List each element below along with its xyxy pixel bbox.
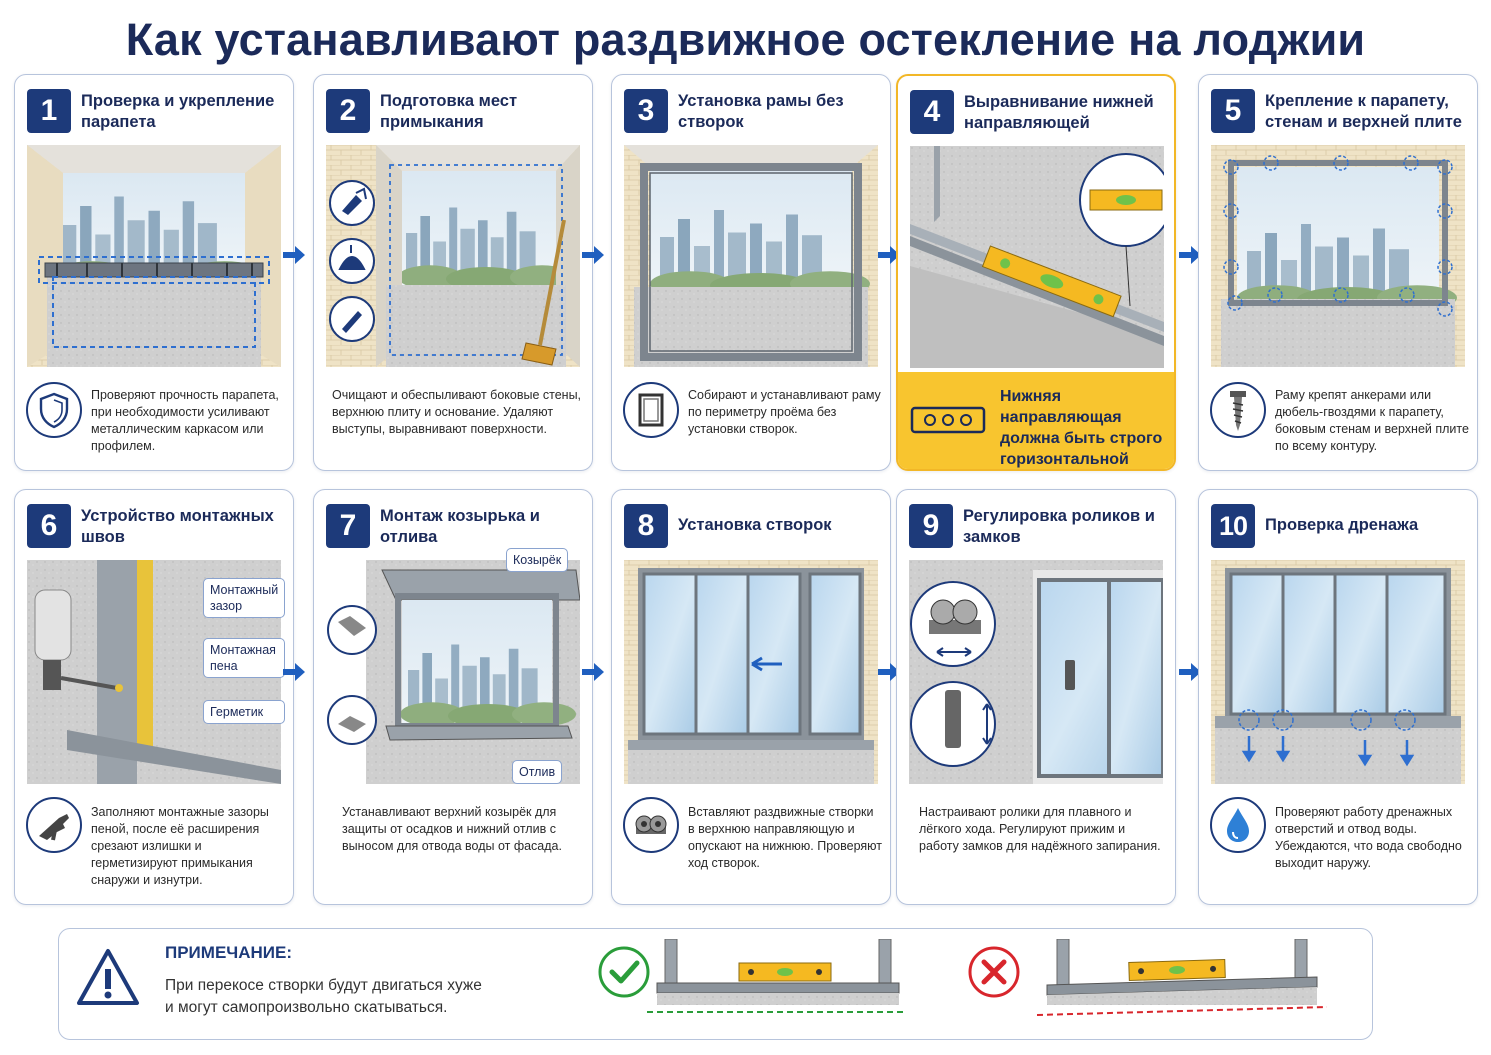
step-title: Монтаж козырька и отлива (380, 507, 540, 546)
parapet-illustration (27, 145, 281, 367)
level-icon (910, 406, 986, 434)
preparation-illustration (326, 145, 580, 367)
arrow-right-icon (582, 663, 604, 681)
step-description: Раму крепят анкерами или дюбель-гвоздями… (1275, 388, 1469, 453)
step-card-6: 6 Устройство монтажных швов Монтажный за… (14, 489, 294, 905)
step-number: 5 (1211, 89, 1255, 133)
page-title: Как устанавливают раздвижное остекление … (125, 14, 1366, 65)
step-card-10: 10 Проверка дренажа Проверяют работу дре… (1198, 489, 1478, 905)
step-card-3: 3 Установка рамы без створок Собирают и … (611, 74, 891, 471)
step-card-5: 5 Крепление к парапету, стенам и верхней… (1198, 74, 1478, 471)
step-description: Проверяют работу дренажных отверстий и о… (1275, 805, 1462, 870)
roller-icon (623, 797, 679, 853)
arrow-right-icon (1179, 246, 1201, 264)
step-card-4: 4 Выравнивание нижней направляющей Нижня… (896, 74, 1176, 471)
step-number: 8 (624, 504, 668, 548)
drainage-illustration (1211, 560, 1465, 784)
step-title: Проверка и укрепление парапета (81, 92, 275, 131)
step-description: Очищают и обеспыливают боковые стены, ве… (332, 388, 582, 436)
step-description: Проверяют прочность парапета, при необхо… (91, 388, 279, 453)
correct-level-illustration (647, 939, 907, 1013)
label-sill: Отлив (512, 760, 563, 784)
cross-icon (968, 946, 1020, 998)
step-number: 4 (910, 90, 954, 134)
step-title: Установка створок (678, 516, 832, 534)
step-title: Регулировка роликов и замков (963, 507, 1155, 546)
roller-lock-illustration (909, 560, 1163, 784)
step-description: Нижняя направляющая должна быть строго г… (1000, 388, 1163, 468)
arrow-right-icon (878, 246, 900, 264)
fastening-illustration (1211, 145, 1465, 367)
step-number: 9 (909, 504, 953, 548)
step-card-8: 8 Установка створок Вставляют раздвижные… (611, 489, 891, 905)
step-description: Вставляют раздвижные створки в верхнюю н… (688, 805, 882, 870)
step-card-1: 1 Проверка и укрепление парапета Проверя… (14, 74, 294, 471)
screw-icon (1210, 382, 1266, 438)
step-card-2: 2 Подготовка мест примыкания Очищают и о… (313, 74, 593, 471)
note-panel: ПРИМЕЧАНИЕ: При перекосе створки будут д… (58, 928, 1373, 1040)
arrow-right-icon (283, 663, 305, 681)
check-icon (598, 946, 650, 998)
arrow-right-icon (878, 663, 900, 681)
step-number: 10 (1211, 504, 1255, 548)
step-title: Проверка дренажа (1265, 516, 1419, 534)
step-title: Крепление к парапету, стенам и верхней п… (1265, 92, 1462, 131)
arrow-right-icon (582, 246, 604, 264)
foam-gun-icon (26, 797, 82, 853)
step-number: 1 (27, 89, 71, 133)
note-text: При перекосе створки будут двигаться хуж… (165, 977, 482, 1016)
step-number: 6 (27, 504, 71, 548)
step-description: Заполняют монтажные зазоры пеной, после … (91, 805, 269, 887)
step-title: Выравнивание нижней направляющей (964, 93, 1154, 132)
step-description: Устанавливают верхний козырёк для защиты… (342, 805, 562, 853)
incorrect-level-illustration (1037, 939, 1327, 1016)
warning-icon (77, 949, 139, 1005)
label-canopy: Козырёк (506, 548, 569, 572)
level-guide-illustration (910, 146, 1164, 368)
frame-illustration (624, 145, 878, 367)
step-card-9: 9 Регулировка роликов и замков Настраива… (896, 489, 1176, 905)
step-number: 3 (624, 89, 668, 133)
step-card-7: 7 Монтаж козырька и отлива Козырёк Отлив… (313, 489, 593, 905)
step-number: 7 (326, 504, 370, 548)
label-sealant: Герметик (203, 700, 285, 724)
step-title: Подготовка мест примыкания (380, 92, 518, 131)
label-mounting-foam: Монтажная пена (203, 638, 285, 678)
arrow-right-icon (283, 246, 305, 264)
water-drop-icon (1210, 797, 1266, 853)
step-number: 2 (326, 89, 370, 133)
step-description: Собирают и устанавливают раму по перимет… (688, 388, 881, 436)
sashes-illustration (624, 560, 878, 784)
note-title: ПРИМЕЧАНИЕ: (165, 943, 292, 962)
label-mounting-gap: Монтажный зазор (203, 578, 285, 618)
frame-icon (623, 382, 679, 438)
step-title: Устройство монтажных швов (81, 507, 274, 546)
shield-icon (26, 382, 82, 438)
step-description: Настраивают ролики для плавного и лёгког… (919, 805, 1161, 853)
canopy-sill-illustration (327, 560, 580, 784)
step-title: Установка рамы без створок (678, 92, 844, 131)
arrow-right-icon (1179, 663, 1201, 681)
